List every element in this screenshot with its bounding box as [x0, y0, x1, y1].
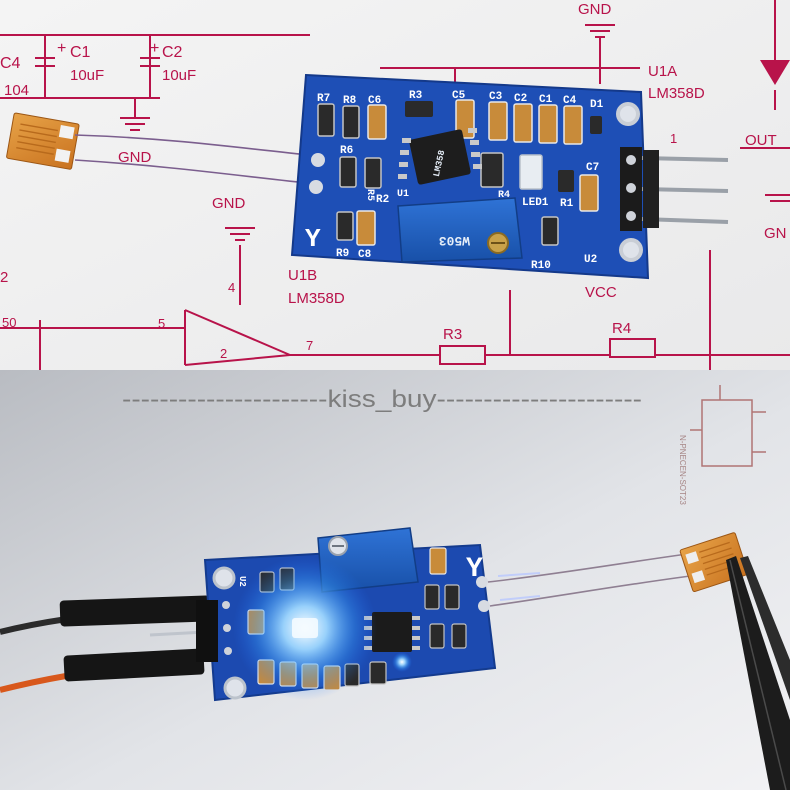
u1a-part: LM358D — [648, 85, 705, 102]
gnd-label-right: GN — [764, 225, 787, 242]
schematic-wires — [0, 0, 790, 370]
pin7-label: 7 — [306, 338, 313, 353]
vcc-label: VCC — [585, 284, 617, 301]
silk-y-logo: Y — [305, 224, 321, 254]
silk-r6: R6 — [340, 145, 353, 157]
left-50-label: 50 — [2, 315, 16, 330]
silk-c7: C7 — [586, 162, 599, 174]
silk-c2: C2 — [514, 93, 527, 105]
gnd-label-top: GND — [578, 1, 612, 18]
out-label: OUT — [745, 132, 777, 149]
silk-u1: U1 — [397, 189, 409, 200]
c2-value: 10uF — [162, 67, 196, 84]
silk-c1: C1 — [539, 94, 553, 106]
silk-u2-bottom: U2 — [237, 576, 247, 587]
diode-symbol — [760, 60, 790, 85]
sensor-board-top: LM358 W503 R7 R8 C6 R3 C5 C3 C2 C1 C4 D1… — [290, 73, 729, 280]
r4-label: R4 — [612, 320, 631, 337]
silk-r10: R10 — [531, 260, 551, 272]
c1-plus: + — [57, 40, 66, 57]
silk-r1: R1 — [560, 198, 574, 210]
silk-c4: C4 — [563, 95, 577, 107]
lm358-ic-top: LM358 — [398, 128, 482, 185]
gauge-wires-bottom — [487, 551, 707, 607]
silk-c5: C5 — [452, 90, 466, 102]
silk-r3: R3 — [409, 90, 423, 102]
silk-c6: C6 — [368, 95, 381, 107]
silk-r2: R2 — [376, 194, 389, 206]
tweezers — [726, 556, 790, 791]
gnd-label-left: GND — [118, 149, 152, 166]
pin2-label: 2 — [220, 346, 227, 361]
ground-symbols — [120, 24, 790, 241]
power-led — [292, 618, 318, 638]
silk-u2: U2 — [584, 254, 597, 266]
silk-c8: C8 — [358, 249, 372, 261]
watermark-text: ----------------------kiss_buy----------… — [122, 386, 642, 413]
c4-label: C4 — [0, 55, 21, 72]
c4-value: 104 — [4, 82, 29, 99]
pot-marking-top: W503 — [439, 233, 470, 248]
c1-value: 10uF — [70, 67, 104, 84]
r3-label: R3 — [443, 326, 462, 343]
resistor-r3-symbol — [439, 345, 486, 365]
pin4-label: 4 — [228, 280, 235, 295]
sensor-board-bottom: Y U2 — [196, 527, 497, 702]
u1a-label: U1A — [648, 63, 677, 80]
gnd-label-mid: GND — [212, 195, 246, 212]
gauge-wires-top — [74, 134, 319, 185]
silk-r5: R5 — [364, 189, 375, 201]
silk-r7: R7 — [317, 93, 330, 105]
c1-label: C1 — [70, 44, 91, 61]
paper-drawing — [690, 385, 766, 467]
silk-led1: LED1 — [522, 197, 549, 209]
silk-r4: R4 — [498, 190, 510, 201]
silk-r9: R9 — [336, 248, 349, 260]
c2-label: C2 — [162, 44, 183, 61]
silk-y-logo-bottom: Y — [466, 554, 483, 585]
potentiometer-top: W503 — [397, 197, 523, 263]
c2-plus: + — [150, 40, 159, 57]
wire-reflections — [497, 572, 541, 601]
silk-c3: C3 — [489, 91, 503, 103]
resistor-r4-symbol — [609, 338, 656, 358]
jumper-cables — [0, 595, 211, 693]
u1b-part: LM358D — [288, 290, 345, 307]
silk-r8: R8 — [343, 95, 357, 107]
left-2-label: 2 — [0, 269, 8, 286]
strain-gauge-top — [6, 112, 80, 170]
pin1-label: 1 — [670, 131, 677, 146]
u1b-label: U1B — [288, 267, 317, 284]
paper-print-left: N-PNECEN-SOT23 — [678, 435, 687, 505]
silk-d1: D1 — [590, 99, 604, 111]
pin5-label: 5 — [158, 316, 165, 331]
